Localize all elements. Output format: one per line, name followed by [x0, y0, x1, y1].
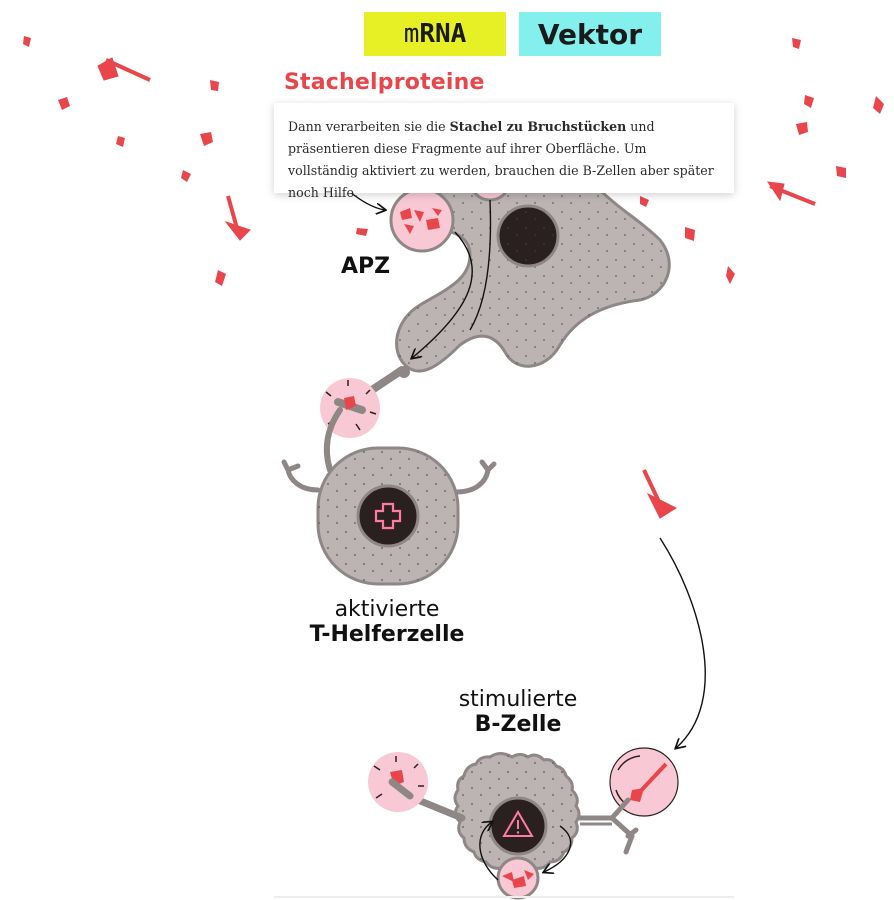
callout-text-2: und präsentieren diese Fragmente auf ihr… [288, 119, 714, 200]
t-cell-label-line1: aktivierte [334, 597, 440, 622]
tab-vektor[interactable]: Vektor [519, 12, 661, 56]
callout-text-1: Dann verarbeiten sie die [288, 119, 450, 134]
callout-emphasis: Stachel zu Bruchstücken [449, 119, 627, 134]
spike-fragments [23, 36, 884, 286]
vesicle-fragments [400, 208, 442, 234]
apz-vesicle [389, 187, 455, 253]
t-cell-nucleus [356, 484, 420, 548]
tab-mrna-bold: RNA [419, 19, 467, 49]
plus-icon [374, 502, 402, 530]
arrow-to-surface [412, 231, 473, 358]
arrow-into-vesicle [349, 191, 385, 210]
apz-label: APZ [341, 254, 391, 279]
spike-protein-icon [97, 57, 816, 519]
b-cell-label-line1: stimulierte [458, 687, 578, 712]
tab-mrna-prefix: m [403, 19, 420, 49]
b-cell-label: stimulierte B-Zelle [448, 687, 588, 737]
info-callout: Dann verarbeiten sie die Stachel zu Bruc… [274, 103, 734, 200]
t-cell-label-line2: T-Helferzelle [309, 622, 465, 647]
warning-icon [502, 810, 534, 837]
b-cell-label-line2: B-Zelle [474, 712, 562, 737]
arrow-to-b-cell [659, 537, 706, 748]
next-card-edge [274, 896, 734, 898]
section-title: Stachelproteine [284, 70, 485, 95]
t-helper-cell-label: aktivierte T-Helferzelle [308, 597, 466, 647]
